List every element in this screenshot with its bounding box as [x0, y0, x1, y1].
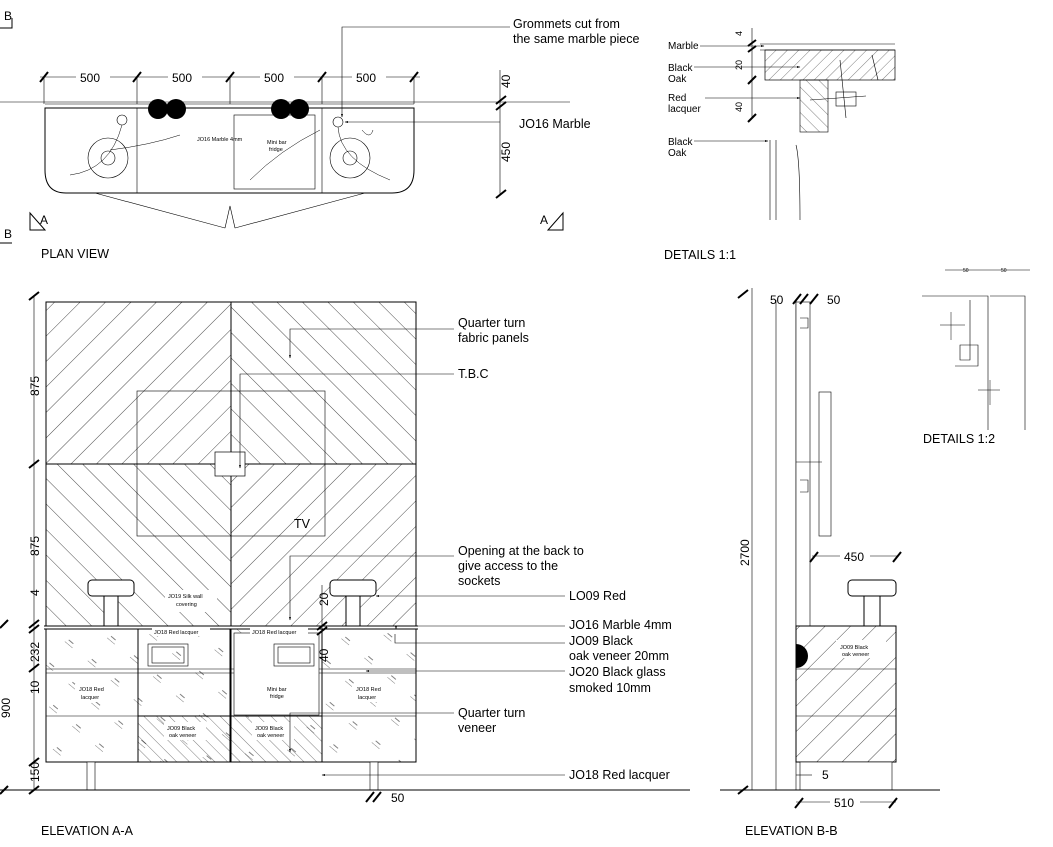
elev-a-dim-4: 4	[28, 589, 42, 596]
callout-opening-1: Opening at the back to	[458, 544, 584, 558]
details-1-2-title: DETAILS 1:2	[923, 432, 995, 446]
elev-b-dim-5: 5	[822, 768, 829, 782]
elevation-a-title: ELEVATION A-A	[41, 824, 134, 838]
elevation-a-tv: TV	[294, 517, 311, 531]
details2-dim-50a: 50	[963, 268, 969, 274]
label-red-lacquer-bar-1: JO18 Red lacquer	[154, 630, 198, 636]
details-label-red: Red	[668, 93, 686, 104]
callout-jo18: JO18 Red lacquer	[569, 768, 670, 782]
callout-lo09: LO09 Red	[569, 589, 626, 603]
elev-a-dim-150: 150	[28, 762, 42, 782]
plan-dim-2: 500	[172, 71, 192, 85]
plan-dim-1: 500	[80, 71, 100, 85]
callout-material-1: JO16 Marble 4mm	[569, 618, 672, 632]
callout-veneer-1: Quarter turn	[458, 706, 525, 720]
details-1-2: 50 50 DETAILS 1:2	[922, 268, 1030, 446]
details-label-oak-1: Oak	[668, 74, 687, 85]
label-jo18-left-1: JO18 Red	[79, 687, 104, 693]
label-jo09-2: oak veneer	[169, 733, 196, 739]
label-red-lacquer-bar-2: JO18 Red lacquer	[252, 630, 296, 636]
label-jo09-1: JO09 Black	[167, 726, 195, 732]
label-fridge-2: fridge	[270, 694, 284, 700]
elevation-b-title: ELEVATION B-B	[745, 824, 838, 838]
label-jo18-left-2: lacquer	[81, 695, 99, 701]
elev-a-dim-10: 10	[28, 680, 42, 694]
section-marker-a-left: A	[40, 213, 48, 227]
plan-label-fridge-2: fridge	[269, 147, 283, 153]
callout-material-3: oak veneer 20mm	[569, 649, 669, 663]
plan-dim-4: 500	[356, 71, 376, 85]
plan-dim-3: 500	[264, 71, 284, 85]
callout-opening-2: give access to the	[458, 559, 558, 573]
elev-a-dim-50: 50	[391, 791, 405, 805]
callout-fabric-2: fabric panels	[458, 331, 529, 345]
callout-opening-3: sockets	[458, 574, 500, 588]
elev-a-dim-875-top: 875	[28, 376, 42, 396]
callout-material-4: JO20 Black glass	[569, 665, 666, 679]
elevation-a: TV JO19 Silk wall covering JO18 Red lacq…	[0, 291, 690, 838]
elev-b-dim-50b: 50	[827, 293, 841, 307]
callout-veneer-2: veneer	[458, 721, 496, 735]
plan-label-marble: JO16 Marble 4mm	[197, 137, 243, 143]
section-marker-b-bottom: B	[4, 227, 12, 241]
callout-tbc: T.B.C	[458, 367, 489, 381]
details-label-black-2: Black	[668, 137, 693, 148]
label-jo09-4: oak veneer	[257, 733, 284, 739]
callout-material-5: smoked 10mm	[569, 681, 651, 695]
elev-b-dim-2700: 2700	[738, 539, 752, 566]
elev-b-jo09-2: oak veneer	[842, 652, 869, 658]
details-1-1: 4 20 40 Marble Black Oak Red lacquer Bla…	[664, 28, 896, 262]
callout-jo16-marble: JO16 Marble	[519, 117, 591, 131]
plan-label-fridge-1: Mini bar	[267, 140, 287, 146]
details-dim-4: 4	[734, 31, 744, 36]
plan-view-title: PLAN VIEW	[41, 247, 109, 261]
plan-view: B B 500 500 500 500	[0, 9, 640, 261]
section-marker-b-top: B	[4, 9, 12, 23]
elevation-b: JO09 Black oak veneer 2700 50 50 450 5 5…	[720, 288, 940, 838]
elev-a-dim-900: 900	[0, 698, 13, 718]
callout-material-2: JO09 Black	[569, 634, 634, 648]
elev-b-dim-450: 450	[844, 550, 864, 564]
details-label-black-1: Black	[668, 63, 693, 74]
section-marker-a-right: A	[540, 213, 548, 227]
label-jo18-right-2: lacquer	[358, 695, 376, 701]
label-jo09-3: JO09 Black	[255, 726, 283, 732]
details-label-lacquer: lacquer	[668, 104, 701, 115]
details-label-marble: Marble	[668, 41, 699, 52]
label-silk-2: covering	[176, 602, 197, 608]
plan-dim-450: 450	[499, 142, 513, 162]
elev-b-jo09-1: JO09 Black	[840, 645, 868, 651]
callout-fabric-1: Quarter turn	[458, 316, 525, 330]
callout-grommets-1: Grommets cut from	[513, 17, 620, 31]
elev-b-dim-50a: 50	[770, 293, 784, 307]
details-dim-20: 20	[734, 60, 744, 70]
details-label-oak-2: Oak	[668, 148, 687, 159]
elev-b-dim-510: 510	[834, 796, 854, 810]
elev-a-dim-232: 232	[28, 642, 42, 662]
label-fridge-1: Mini bar	[267, 687, 287, 693]
label-silk-1: JO19 Silk wall	[168, 594, 203, 600]
details-dim-40: 40	[734, 102, 744, 112]
details-1-1-title: DETAILS 1:1	[664, 248, 736, 262]
elev-a-dim-875-mid: 875	[28, 536, 42, 556]
plan-dim-40: 40	[499, 74, 513, 88]
details2-dim-50b: 50	[1001, 268, 1007, 274]
label-jo18-right-1: JO18 Red	[356, 687, 381, 693]
callout-grommets-2: the same marble piece	[513, 32, 640, 46]
elev-a-dim-40: 40	[317, 648, 331, 662]
elev-a-dim-20: 20	[317, 592, 331, 606]
